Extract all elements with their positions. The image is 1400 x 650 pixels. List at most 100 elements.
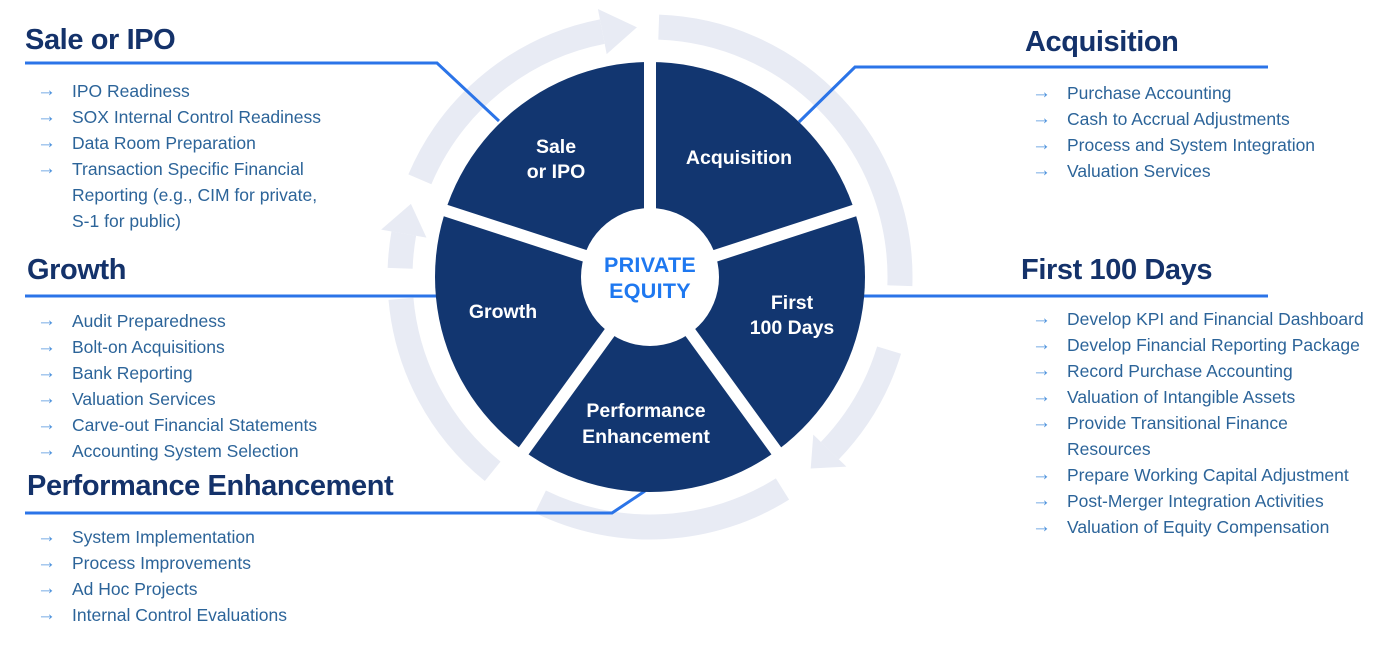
cycle-arc bbox=[820, 346, 902, 460]
arrow-bullet-icon: → bbox=[37, 106, 56, 127]
list-item: → Process and System Integration bbox=[1025, 132, 1397, 158]
list-item: → Record Purchase Accounting bbox=[1025, 358, 1400, 384]
list-item: → Provide Transitional Finance Resources bbox=[1025, 410, 1400, 462]
list-item-label: Valuation of Equity Compensation bbox=[1067, 517, 1330, 537]
arrow-bullet-icon: → bbox=[37, 388, 56, 409]
list-item: →SOX Internal Control Readiness bbox=[30, 104, 400, 130]
arrow-bullet-icon: → bbox=[1032, 108, 1051, 129]
list-item-label: Purchase Accounting bbox=[1067, 83, 1232, 103]
section-title-performance-enhancement: Performance Enhancement bbox=[27, 470, 394, 502]
wheel-hub bbox=[581, 208, 719, 346]
list-item: → Audit Preparedness bbox=[30, 308, 400, 334]
arrow-bullet-icon: → bbox=[1032, 386, 1051, 407]
cycle-arc bbox=[408, 19, 605, 185]
list-item: → Valuation of Intangible Assets bbox=[1025, 384, 1400, 410]
list-item-label: Provide Transitional Finance Resources bbox=[1067, 413, 1288, 459]
service-list-sale-or-ipo: → IPO Readiness →SOX Internal Control Read… bbox=[30, 78, 400, 234]
list-item-label: Record Purchase Accounting bbox=[1067, 361, 1293, 381]
list-item: → Cash to Accrual Adjustments bbox=[1025, 106, 1397, 132]
list-item: → Bolt-on Acquisitions bbox=[30, 334, 400, 360]
arrow-bullet-icon: → bbox=[37, 132, 56, 153]
cycle-arc bbox=[387, 231, 417, 269]
section-title-first-100-days: First 100 Days bbox=[1021, 254, 1213, 286]
cycle-arrowhead-icon bbox=[810, 434, 847, 469]
list-item-label: Carve-out Financial Statements bbox=[72, 415, 318, 435]
list-item: → Prepare Working Capital Adjustment bbox=[1025, 462, 1400, 488]
list-item-label: Ad Hoc Projects bbox=[72, 579, 198, 599]
arrow-bullet-icon: → bbox=[37, 440, 56, 461]
list-item-label: Valuation Services bbox=[1067, 161, 1211, 181]
arrow-bullet-icon: → bbox=[1032, 516, 1051, 537]
service-list-acquisition: →Purchase Accounting→Cash to Accrual Adj… bbox=[1025, 80, 1397, 184]
list-item: →Purchase Accounting bbox=[1025, 80, 1397, 106]
arrow-bullet-icon: → bbox=[37, 604, 56, 625]
arrow-bullet-icon: → bbox=[37, 310, 56, 331]
list-item-label: Cash to Accrual Adjustments bbox=[1067, 109, 1290, 129]
arrow-bullet-icon: → bbox=[1032, 308, 1051, 329]
list-item-label: Process Improvements bbox=[72, 553, 251, 573]
arrow-bullet-icon: → bbox=[1032, 134, 1051, 155]
arrow-bullet-icon: → bbox=[1032, 412, 1051, 433]
arrow-bullet-icon: → bbox=[37, 80, 56, 101]
list-item: → Valuation Services bbox=[1025, 158, 1397, 184]
arrow-bullet-icon: → bbox=[37, 526, 56, 547]
service-list-first-100-days: →Develop KPI and Financial Dashboard→Dev… bbox=[1025, 306, 1400, 540]
arrow-bullet-icon: → bbox=[37, 578, 56, 599]
arrow-bullet-icon: → bbox=[1032, 464, 1051, 485]
segment-divider bbox=[645, 273, 785, 460]
segment-divider bbox=[437, 203, 652, 283]
list-item: → System Implementation bbox=[30, 524, 400, 550]
list-item-label: Data Room Preparation bbox=[72, 133, 256, 153]
service-list-performance-enhancement: → System Implementation → Process Improveme… bbox=[30, 524, 400, 628]
section-title-growth: Growth bbox=[27, 254, 127, 286]
arrow-bullet-icon: → bbox=[1032, 160, 1051, 181]
section-title-sale-or-ipo: Sale or IPO bbox=[25, 24, 176, 56]
wheel-segment-label-acquisition: Acquisition bbox=[686, 147, 792, 169]
list-item-label: Develop Financial Reporting Package bbox=[1067, 335, 1360, 355]
list-item: →Post-Merger Integration Activities bbox=[1025, 488, 1400, 514]
arrow-bullet-icon: → bbox=[1032, 360, 1051, 381]
wheel-segment-label-growth: Growth bbox=[469, 301, 537, 323]
arrow-bullet-icon: → bbox=[37, 362, 56, 383]
list-item: →Transaction Specific Financial Reportin… bbox=[30, 156, 400, 234]
list-item: → Process Improvements bbox=[30, 550, 400, 576]
segment-divider bbox=[648, 203, 863, 283]
arrow-bullet-icon: → bbox=[1032, 490, 1051, 511]
arrow-bullet-icon: → bbox=[37, 552, 56, 573]
arrow-bullet-icon: → bbox=[37, 414, 56, 435]
list-item: →Internal Control Evaluations bbox=[30, 602, 400, 628]
cycle-arc bbox=[658, 14, 913, 287]
section-title-acquisition: Acquisition bbox=[1025, 26, 1179, 58]
list-item-label: Develop KPI and Financial Dashboard bbox=[1067, 309, 1364, 329]
list-item-label: Transaction Specific Financial Reporting… bbox=[72, 159, 318, 231]
list-item-label: IPO Readiness bbox=[72, 81, 190, 101]
list-item-label: System Implementation bbox=[72, 527, 255, 547]
list-item: →Bank Reporting bbox=[30, 360, 400, 386]
list-item-label: Valuation Services bbox=[72, 389, 216, 409]
list-item: → Carve-out Financial Statements bbox=[30, 412, 400, 438]
list-item: → Accounting System Selection bbox=[30, 438, 400, 464]
wheel-disc bbox=[435, 62, 865, 492]
list-item: → Valuation Services bbox=[30, 386, 400, 412]
list-item-label: Bolt-on Acquisitions bbox=[72, 337, 225, 357]
list-item-label: Valuation of Intangible Assets bbox=[1067, 387, 1296, 407]
segment-divider bbox=[515, 273, 655, 460]
list-item: → Valuation of Equity Compensation bbox=[1025, 514, 1400, 540]
cycle-ring bbox=[381, 9, 913, 540]
cycle-arc bbox=[388, 297, 501, 481]
arrow-bullet-icon: → bbox=[37, 336, 56, 357]
list-item-label: Audit Preparedness bbox=[72, 311, 226, 331]
list-item: → Ad Hoc Projects bbox=[30, 576, 400, 602]
list-item-label: Accounting System Selection bbox=[72, 441, 299, 461]
list-item-label: Process and System Integration bbox=[1067, 135, 1316, 155]
cycle-arrowhead-icon bbox=[597, 9, 637, 55]
list-item: →Develop Financial Reporting Package bbox=[1025, 332, 1400, 358]
list-item: → IPO Readiness bbox=[30, 78, 400, 104]
list-item-label: Prepare Working Capital Adjustment bbox=[1067, 465, 1349, 485]
cycle-arc bbox=[534, 478, 790, 540]
